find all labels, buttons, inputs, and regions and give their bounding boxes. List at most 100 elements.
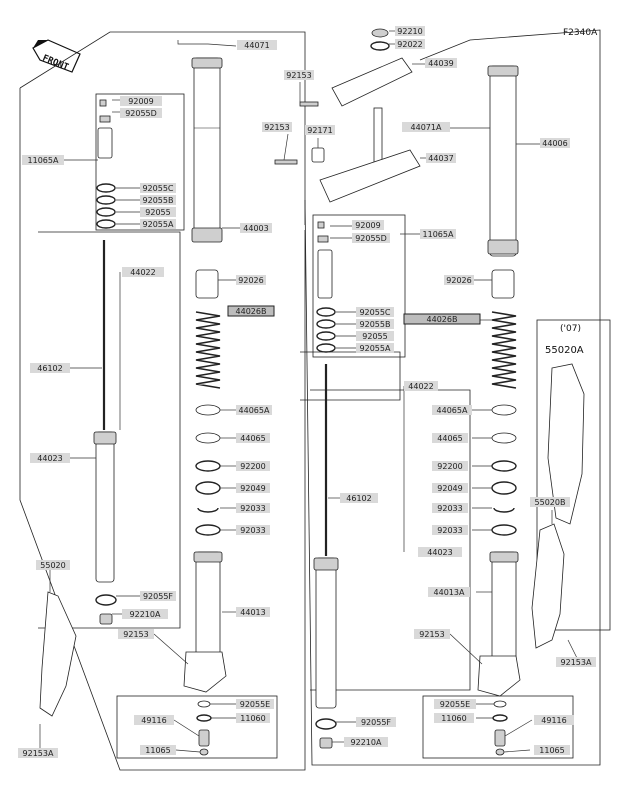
right-fork-inner-tube [477,551,521,697]
part-number: 92055E [240,700,271,709]
part-label: 92055C [356,307,394,317]
part-label: 49116 [134,715,174,725]
part-label-box [356,307,394,317]
left-fork-outer-tube [191,57,223,243]
part-label-box [340,493,378,503]
part-label-box [236,607,270,617]
part-number: 44071 [244,41,269,50]
part-number: 44026B [427,315,458,324]
part-number: 44037 [428,154,453,163]
left-fork-inner-tube [183,551,227,693]
part-number: 92033 [240,526,265,535]
part-label: 11065A [22,155,64,165]
part-number: 92055F [361,718,391,727]
part-number: 55020B [535,498,566,507]
front-arrow-icon: FRONT [32,39,81,73]
part-number: 44023 [427,548,452,557]
part-label-box [402,122,450,132]
part-label-box [434,699,476,709]
part-label: 92153A [18,748,58,758]
part-label: 92171 [305,125,335,135]
part-number: 92049 [240,484,265,493]
part-label-box [428,587,470,597]
part-label-box [236,405,272,415]
part-label: 92055F [140,591,176,601]
left-fork-seals [195,404,221,536]
part-label: 49116 [534,715,574,725]
part-label: 44026B [227,305,275,317]
part-label: 92026 [236,275,266,285]
part-label-box [227,305,275,317]
part-number: 11065 [539,746,564,755]
left-cartridge [93,99,117,625]
part-number: 44006 [542,139,567,148]
part-label: 92009 [120,96,162,106]
part-label: 92153 [118,629,154,639]
part-number: 92055 [362,332,387,341]
part-label: 44071 [237,40,277,50]
part-label: 92055F [356,717,396,727]
part-number: 44013A [434,588,465,597]
valve-kit-frame-right [312,214,406,358]
part-number: 44003 [243,224,268,233]
part-label: 92153 [262,122,292,132]
part-label-box [434,713,474,723]
part-label-box [236,525,270,535]
part-label-box [120,108,162,118]
part-label: 44065 [432,433,468,443]
part-label-box [444,275,474,285]
part-label: 44037 [426,153,456,163]
part-label-box [352,220,384,230]
part-number: 44022 [408,382,433,391]
part-label-box [425,58,457,68]
part-label-box [432,525,468,535]
part-label: 92200 [236,461,270,471]
part-label: 92055B [140,195,176,205]
right-axle-parts [492,700,508,756]
part-label: 11060 [236,713,270,723]
part-number: 92153 [123,630,148,639]
part-number: 92055D [355,234,387,243]
part-number: 92153 [286,71,311,80]
part-label: 92009 [352,220,384,230]
part-label: 44023 [30,453,70,463]
part-number: 92210A [351,738,382,747]
part-number: 92055A [360,344,391,353]
part-label-box [305,125,335,135]
part-label: 44065A [432,405,472,415]
part-label: 44026B [403,313,481,325]
part-label-box [262,122,292,132]
part-label: 55020B [530,497,570,507]
part-number: 11060 [240,714,265,723]
part-label: 92055E [434,699,476,709]
part-number: 92026 [238,276,263,285]
part-number: 92026 [446,276,471,285]
part-number: 44065 [240,434,265,443]
part-label-box [236,503,270,513]
part-label-box [236,483,270,493]
part-label-box [540,138,570,148]
part-label: 92033 [236,525,270,535]
part-number: 92033 [437,504,462,513]
part-number: 44022 [130,268,155,277]
part-label-box [118,629,154,639]
part-label: 92055D [352,233,390,243]
part-label-box [30,453,70,463]
part-label: 44065A [236,405,272,415]
part-number: 92009 [355,221,380,230]
left-fork-spring [195,311,221,389]
part-number: 92055A [143,220,174,229]
inset-part-number: 55020A [545,345,584,356]
part-label-box [395,26,425,36]
part-label: 46102 [30,363,70,373]
part-label-box [414,629,450,639]
part-label-box [420,229,456,239]
year-note: ('07) [560,324,581,334]
part-number: 92055D [125,109,157,118]
right-fork-bushing [491,269,515,299]
part-number: 44065A [437,406,468,415]
part-label: 92210 [395,26,425,36]
right-fork-spring [491,311,517,389]
part-label-box [22,155,64,165]
part-number: 44071A [411,123,442,132]
